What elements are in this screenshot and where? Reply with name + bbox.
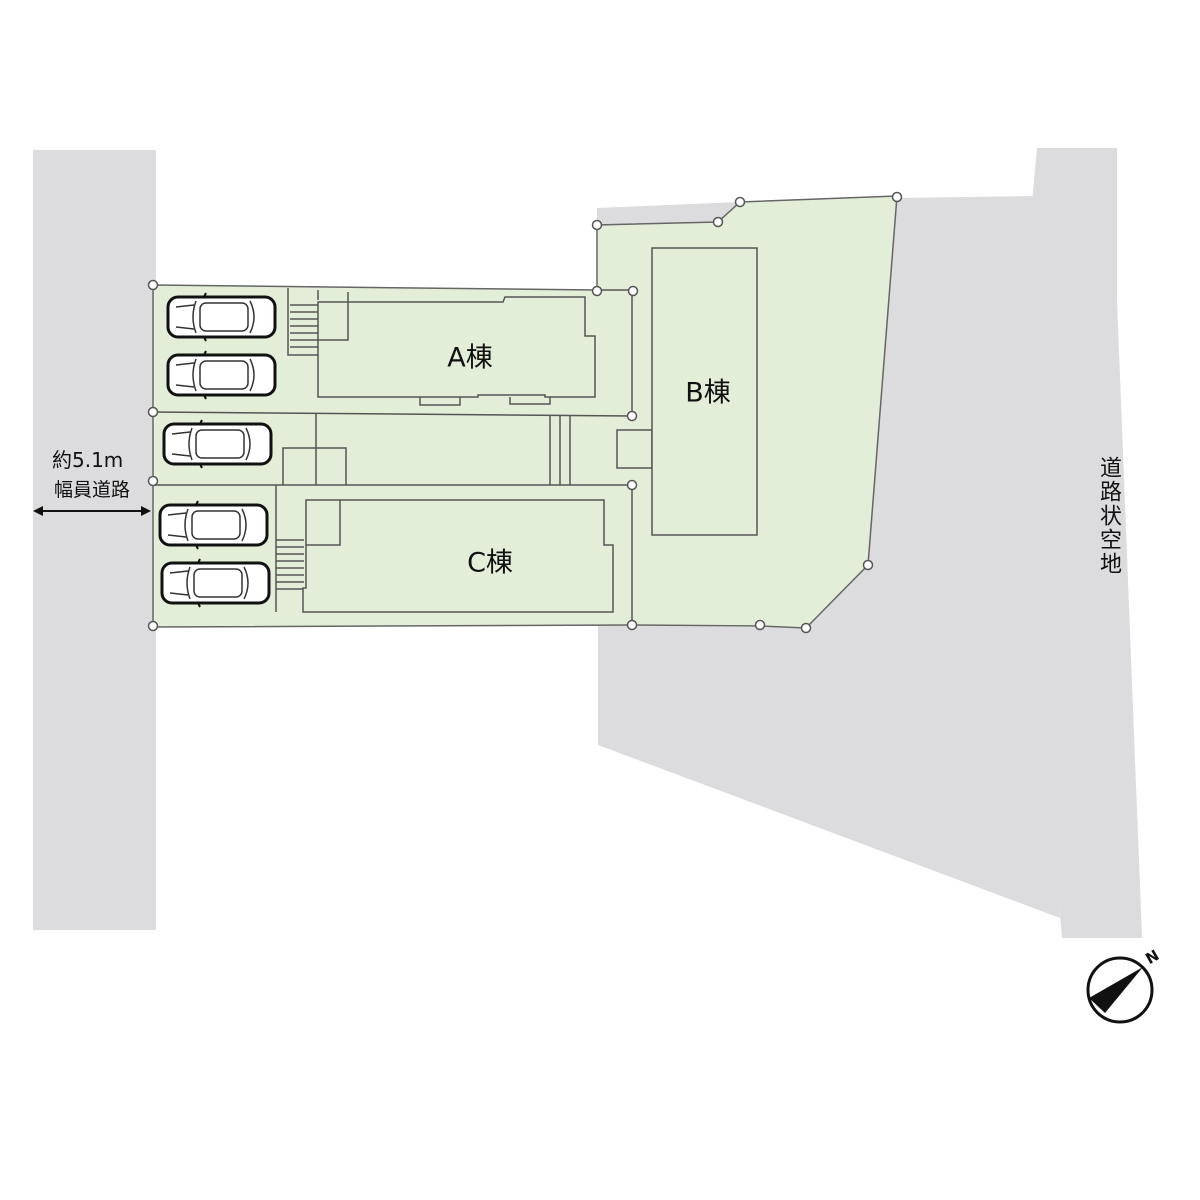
right-road-space [1022,148,1142,938]
parking-car [162,418,273,470]
building-b [651,247,758,536]
adjacent-land [598,196,1060,918]
building-a-label: A棟 [447,342,493,374]
left-road [33,150,156,930]
building-c-label: C棟 [467,547,513,579]
road-name-label: 幅員道路 [54,479,131,501]
building-b-label: B棟 [685,377,731,409]
parking-car [158,499,269,551]
north-arrow-icon [1086,956,1154,1024]
boundary-markers [147,191,903,634]
building-c [302,499,614,613]
road-width-arrow [33,506,151,516]
lot-lines [152,288,653,625]
road-like-space-label: 道路状空地 [1096,456,1121,576]
adjacent-land-top [597,202,740,225]
parking-car [166,349,277,401]
parking-car [166,291,277,343]
parking-car [160,557,271,609]
building-a [317,296,596,398]
road-width-label: 約5.1m [52,448,124,472]
